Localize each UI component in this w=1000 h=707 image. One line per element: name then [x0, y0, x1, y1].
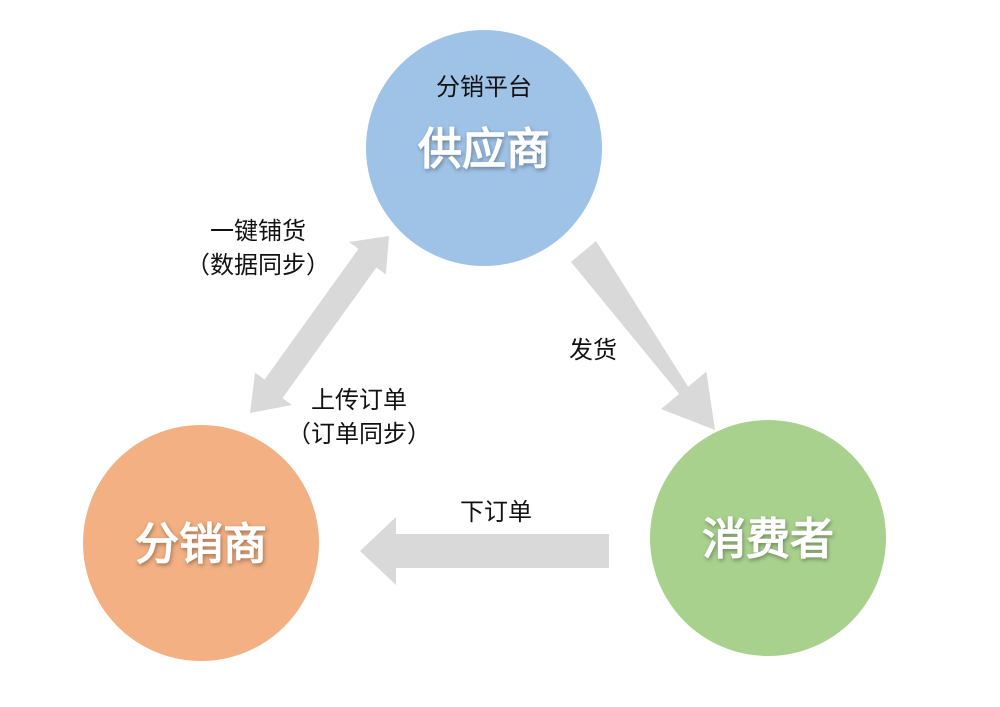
- consumer-title: 消费者: [702, 514, 834, 565]
- edge-label-upload-line1: 上传订单: [311, 386, 407, 414]
- supplier-title: 供应商: [418, 124, 550, 175]
- edge-label-place-order: 下订单: [460, 498, 532, 526]
- node-distributor: 分销商: [83, 425, 319, 661]
- edge-label-distribution-line1: 一键铺货: [210, 217, 306, 245]
- supplier-subtitle: 分销平台: [436, 73, 532, 101]
- distributor-title: 分销商: [135, 519, 267, 570]
- edge-label-ship: 发货: [569, 336, 617, 364]
- node-consumer: 消费者: [650, 420, 886, 656]
- distributor-circle: [83, 425, 319, 661]
- node-supplier: 分销平台 供应商: [366, 30, 602, 266]
- arrow-consumer-distributor: [360, 517, 609, 585]
- supplier-circle: [366, 30, 602, 266]
- edge-label-distribution-line2: （数据同步）: [186, 251, 330, 279]
- edge-label-upload-line2: （订单同步）: [287, 420, 431, 448]
- arrow-distributor-supplier: [250, 236, 389, 413]
- arrow-supplier-consumer: [571, 241, 715, 430]
- consumer-circle: [650, 420, 886, 656]
